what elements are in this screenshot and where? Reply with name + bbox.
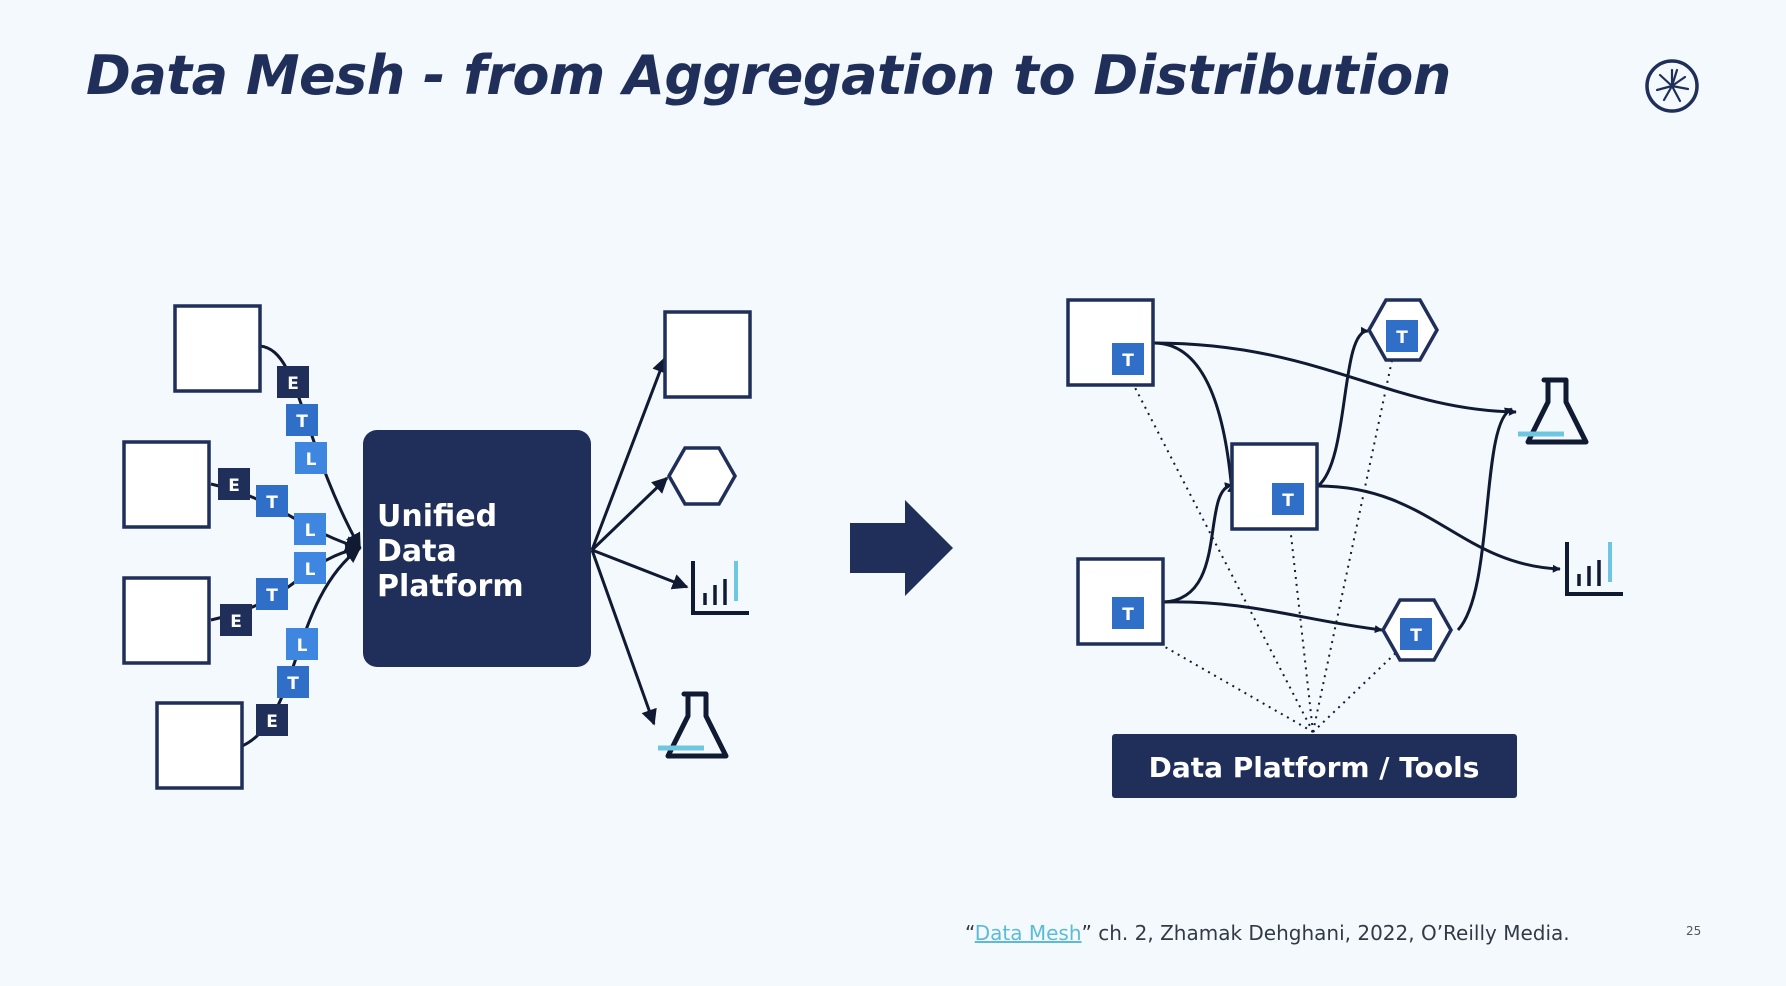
extract-label: E <box>266 712 278 732</box>
etl-pipeline-3: E T L <box>220 552 326 636</box>
unified-data-platform <box>363 430 591 667</box>
load-label: L <box>306 450 317 470</box>
transition-arrow-icon <box>850 500 953 596</box>
data-platform-tools-label: Data Platform / Tools <box>1149 751 1480 784</box>
bar-chart-icon <box>1565 540 1625 596</box>
source-box <box>122 440 211 529</box>
etl-pipeline-4: E T L <box>256 628 318 736</box>
extract-label: E <box>228 476 240 496</box>
source-box <box>155 701 244 790</box>
etl-pipeline-1: E T L <box>277 366 327 474</box>
svg-text:T: T <box>1122 605 1134 625</box>
citation-open-quote: “ <box>965 921 975 945</box>
transform-badge: T <box>1400 618 1432 650</box>
transform-label: T <box>296 412 308 432</box>
dotted-connector <box>1285 516 1314 733</box>
load-label: L <box>305 560 316 580</box>
flow-curve <box>1162 482 1233 604</box>
platform-line-2: Data <box>377 534 457 569</box>
svg-text:T: T <box>1410 626 1422 646</box>
source-box <box>173 304 262 393</box>
transform-badge: T <box>1386 320 1418 352</box>
flask-icon <box>658 694 726 756</box>
load-label: L <box>297 636 308 656</box>
etl-pipeline-2: E T L <box>218 468 326 545</box>
flow-curve <box>1153 341 1517 416</box>
slide-title: Data Mesh - from Aggregation to Distribu… <box>86 44 1451 107</box>
page-number: 25 <box>1686 924 1702 938</box>
transform-label: T <box>287 674 299 694</box>
output-arrow <box>591 548 689 590</box>
dotted-connector <box>1312 331 1401 733</box>
extract-label: E <box>287 374 299 394</box>
transform-label: T <box>266 586 278 606</box>
output-arrow <box>590 549 657 726</box>
hexagon-consumer-icon <box>666 446 738 506</box>
platform-line-3: Platform <box>377 569 524 604</box>
bar-chart-icon <box>691 559 751 615</box>
data-platform-tools-box <box>1112 734 1517 798</box>
data-mesh-link[interactable]: Data Mesh <box>974 921 1082 945</box>
citation-source: ” ch. 2, Zhamak Dehghani, 2022, O’Reilly… <box>1081 921 1570 945</box>
flow-curve <box>1317 484 1561 573</box>
right-distribution-diagram: T T T T T Data Platform / Tools <box>1066 298 1625 798</box>
extract-label: E <box>230 612 242 632</box>
dotted-connector <box>1312 646 1403 733</box>
transform-label: T <box>266 493 278 513</box>
flow-curve <box>1316 326 1369 488</box>
left-aggregation-diagram: E T L E T L E T L E T L <box>122 304 752 790</box>
flask-icon <box>1518 380 1586 442</box>
svg-text:T: T <box>1282 491 1294 511</box>
output-arrow <box>590 356 668 551</box>
output-arrow <box>590 476 669 552</box>
flow-curve <box>1456 407 1513 632</box>
transform-badge: T <box>1272 483 1304 515</box>
source-box <box>122 576 211 665</box>
transform-badge: T <box>1112 597 1144 629</box>
starburst-logo-icon <box>1645 59 1699 113</box>
flow-curve <box>1153 341 1236 493</box>
platform-line-1: Unified <box>377 499 497 534</box>
load-label: L <box>305 521 316 541</box>
flow-curve <box>1162 600 1383 634</box>
svg-text:T: T <box>1396 328 1408 348</box>
citation: “Data Mesh” ch. 2, Zhamak Dehghani, 2022… <box>965 921 1570 945</box>
consumer-box <box>663 310 752 399</box>
svg-text:T: T <box>1122 351 1134 371</box>
transform-badge: T <box>1112 343 1144 375</box>
